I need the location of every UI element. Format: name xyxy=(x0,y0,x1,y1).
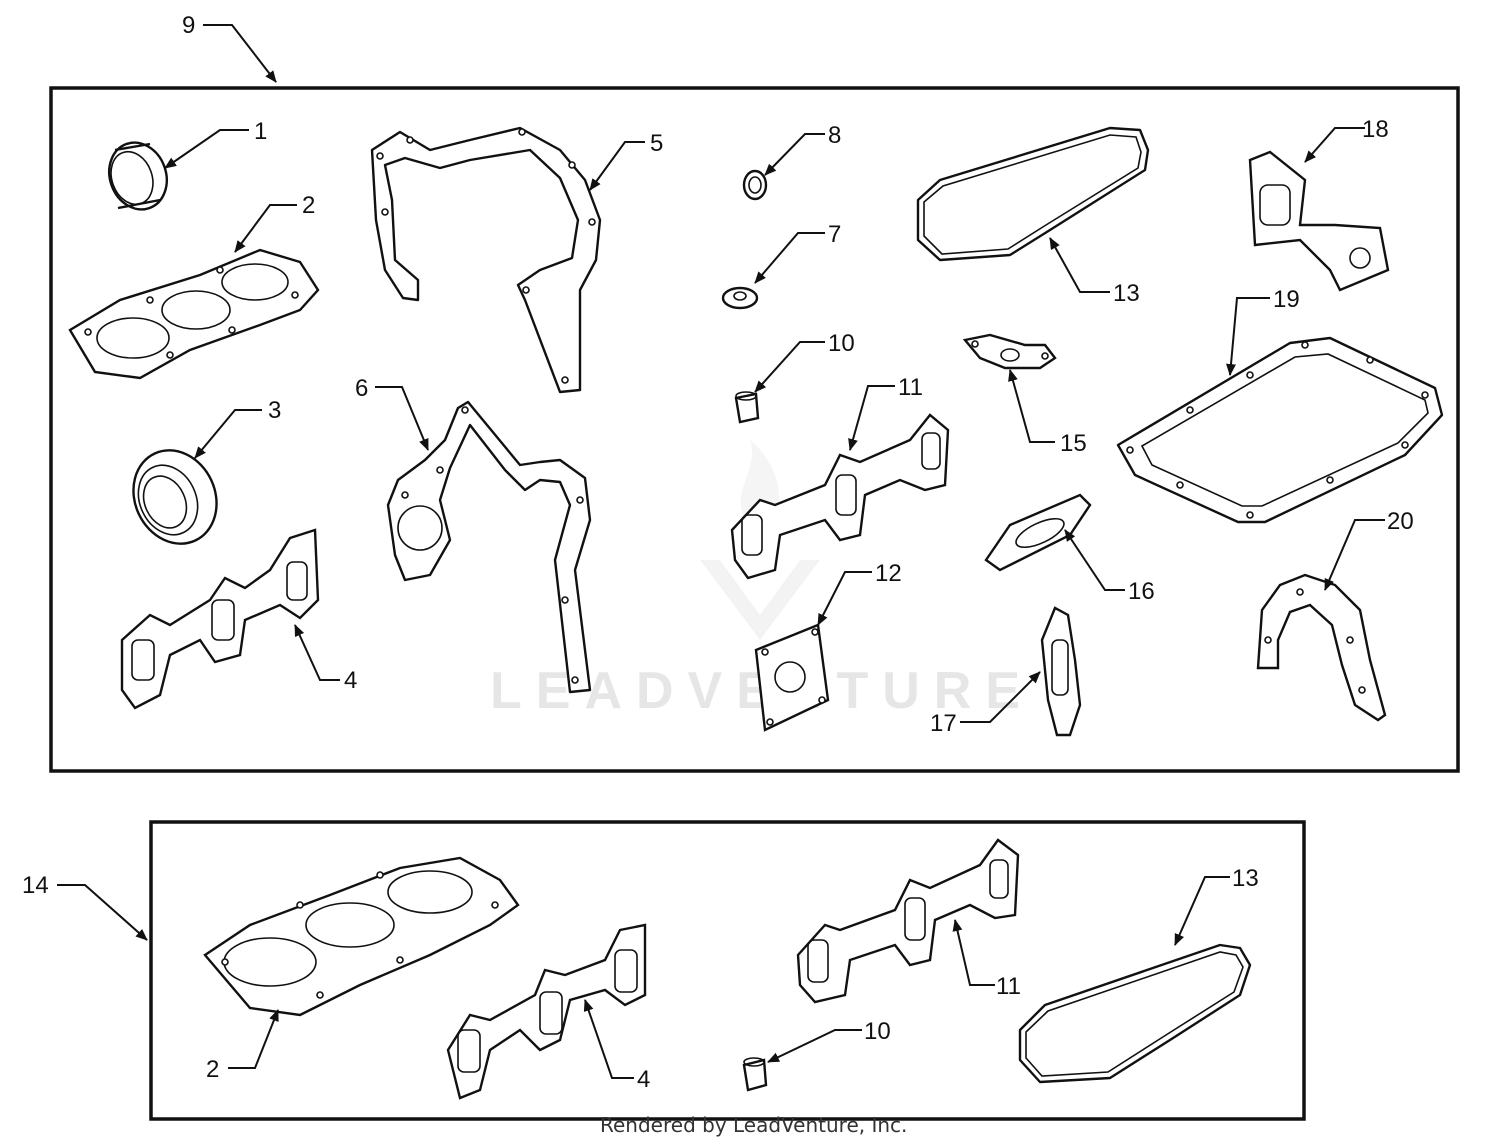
part-20-gasket xyxy=(1256,573,1387,722)
part-18-gasket xyxy=(1248,150,1390,292)
leader-18 xyxy=(1304,127,1365,163)
leader-k2 xyxy=(228,1009,279,1069)
callout-13: 13 xyxy=(1113,280,1140,307)
callout-kit14-2: 2 xyxy=(206,1056,219,1083)
leader-3 xyxy=(194,409,262,459)
callout-10: 10 xyxy=(828,330,855,357)
part-2-head-gasket xyxy=(68,248,320,380)
part-3-oil-seal xyxy=(132,449,218,545)
leader-17 xyxy=(960,671,1041,723)
kit-14-rocker-cover-gasket xyxy=(1018,943,1252,1084)
callout-4: 4 xyxy=(344,667,357,694)
leader-12 xyxy=(817,571,872,626)
leader-k10 xyxy=(767,1029,862,1063)
kit-14-frame xyxy=(149,820,1306,1121)
leader-6 xyxy=(375,386,429,451)
leader-4 xyxy=(294,624,340,681)
kit-14-manifold-gasket-11 xyxy=(796,838,1020,1004)
leader-15 xyxy=(1008,369,1055,443)
rendered-by-footer: Rendered by LeadVenture, Inc. xyxy=(600,1113,907,1137)
part-10-valve-stem-seal xyxy=(734,391,760,424)
part-12-flange-gasket xyxy=(754,623,830,732)
kit-14-head-gasket xyxy=(203,856,520,1017)
part-7-washer xyxy=(721,286,759,310)
part-17-gasket xyxy=(1040,606,1082,737)
leader-14 xyxy=(57,884,148,941)
leader-k11 xyxy=(952,919,995,986)
callout-20: 20 xyxy=(1387,508,1414,535)
callout-19: 19 xyxy=(1273,286,1300,313)
part-16-gasket xyxy=(984,493,1092,572)
callout-6: 6 xyxy=(355,375,368,402)
leader-13 xyxy=(1049,237,1110,293)
callout-8: 8 xyxy=(828,122,841,149)
leader-16 xyxy=(1064,529,1125,591)
callout-1: 1 xyxy=(254,118,267,145)
part-6-gear-case-gasket xyxy=(386,400,592,694)
callout-18: 18 xyxy=(1362,116,1389,143)
callout-12: 12 xyxy=(875,560,902,587)
callout-14: 14 xyxy=(22,872,49,899)
callout-kit14-4: 4 xyxy=(637,1066,650,1093)
leader-8 xyxy=(764,133,825,176)
kit-9-frame xyxy=(49,86,1460,773)
part-1-oil-seal xyxy=(108,141,168,211)
leader-10 xyxy=(754,341,825,393)
leader-k4 xyxy=(583,999,634,1079)
callout-11: 11 xyxy=(898,374,923,401)
callout-16: 16 xyxy=(1128,578,1155,605)
callout-kit14-10: 10 xyxy=(864,1018,891,1045)
callout-kit14-13: 13 xyxy=(1232,865,1259,892)
leader-5 xyxy=(589,141,645,191)
callout-2: 2 xyxy=(302,192,315,219)
leader-19 xyxy=(1226,297,1270,376)
part-4-manifold-gasket xyxy=(120,528,320,710)
part-5-timing-cover-gasket xyxy=(370,126,602,394)
callout-15: 15 xyxy=(1060,430,1087,457)
part-15-gasket xyxy=(962,333,1057,370)
callout-3: 3 xyxy=(268,397,281,424)
callout-kit14-11: 11 xyxy=(996,973,1021,1000)
callout-17: 17 xyxy=(930,710,957,737)
callout-7: 7 xyxy=(828,221,841,248)
leader-9 xyxy=(203,24,277,83)
kit-14-valve-stem-seal xyxy=(742,1057,768,1092)
part-11-manifold-gasket xyxy=(730,413,950,580)
leader-1 xyxy=(164,129,249,169)
leader-7 xyxy=(754,232,825,284)
kit-14-manifold-gasket-4 xyxy=(446,923,647,1100)
leader-20 xyxy=(1324,519,1385,591)
leader-11 xyxy=(848,385,895,451)
leader-k13 xyxy=(1174,876,1230,946)
part-19-oil-pan-gasket xyxy=(1116,336,1444,524)
part-13-rocker-cover-gasket xyxy=(916,126,1150,262)
callout-9: 9 xyxy=(182,12,195,39)
callout-5: 5 xyxy=(650,130,663,157)
part-8-o-ring xyxy=(742,169,768,201)
leader-2 xyxy=(234,204,297,253)
